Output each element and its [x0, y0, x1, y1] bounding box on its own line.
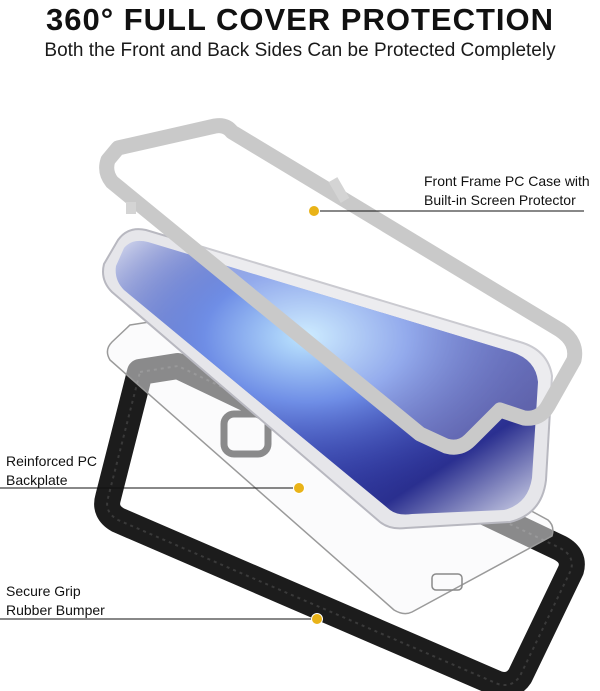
callout-backplate-line2: Backplate	[6, 472, 68, 488]
callout-bumper: Secure Grip Rubber Bumper	[6, 582, 105, 620]
front-frame-case	[99, 118, 583, 455]
callout-markers	[0, 205, 584, 625]
callout-backplate-line1: Reinforced PC	[6, 453, 98, 469]
callout-front-frame: Front Frame PC Case with Built-in Screen…	[424, 172, 590, 210]
callout-front-frame-line2: Built-in Screen Protector	[424, 192, 576, 208]
callout-backplate: Reinforced PC Backplate	[6, 452, 97, 490]
page-title: 360° FULL COVER PROTECTION	[45, 2, 555, 37]
callout-bumper-line1: Secure Grip	[6, 583, 81, 599]
callout-bumper-line2: Rubber Bumper	[6, 602, 105, 618]
page-subtitle: Both the Front and Back Sides Can be Pro…	[44, 40, 556, 61]
callout-front-frame-line1: Front Frame PC Case with	[424, 173, 590, 189]
